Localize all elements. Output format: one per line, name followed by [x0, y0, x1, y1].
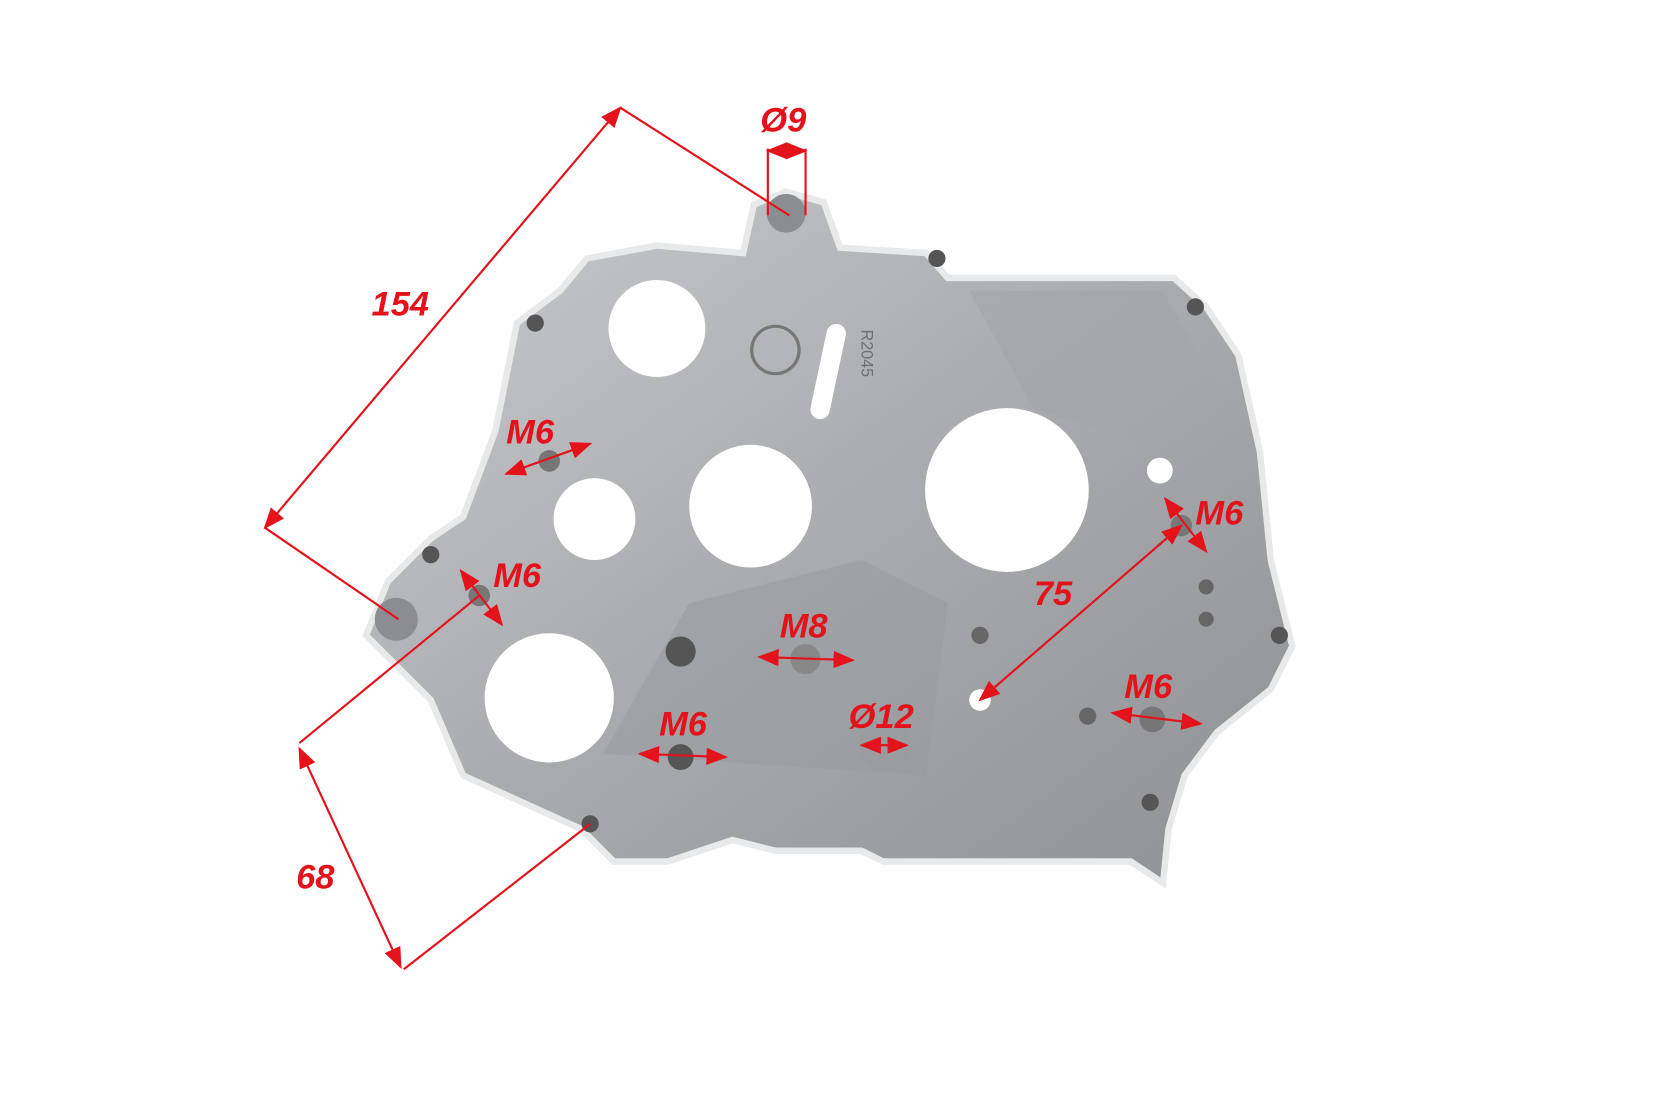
crankcase-openings — [484, 280, 1089, 763]
label-m6-right: M6 — [1195, 494, 1244, 532]
label-m8: M8 — [780, 608, 829, 646]
label-m6-bottom-left: M6 — [659, 706, 708, 744]
label-bore-bottom: Ø12 — [849, 698, 914, 736]
label-length-154: 154 — [372, 286, 429, 324]
label-m6-bottom-right: M6 — [1124, 668, 1173, 706]
label-length-68: 68 — [296, 858, 335, 896]
casting-mark: R2045 — [858, 330, 876, 378]
dimension-labels: Ø9 154 M6 M6 M6 75 M8 Ø12 M6 M6 68 — [296, 101, 1244, 896]
crankcase-body — [362, 188, 1296, 889]
label-m6-upper-left: M6 — [506, 414, 555, 452]
label-distance-75: 75 — [1034, 575, 1073, 613]
label-m6-left: M6 — [493, 557, 542, 595]
label-bore-top: Ø9 — [760, 101, 807, 139]
dimension-lines — [263, 106, 1208, 971]
